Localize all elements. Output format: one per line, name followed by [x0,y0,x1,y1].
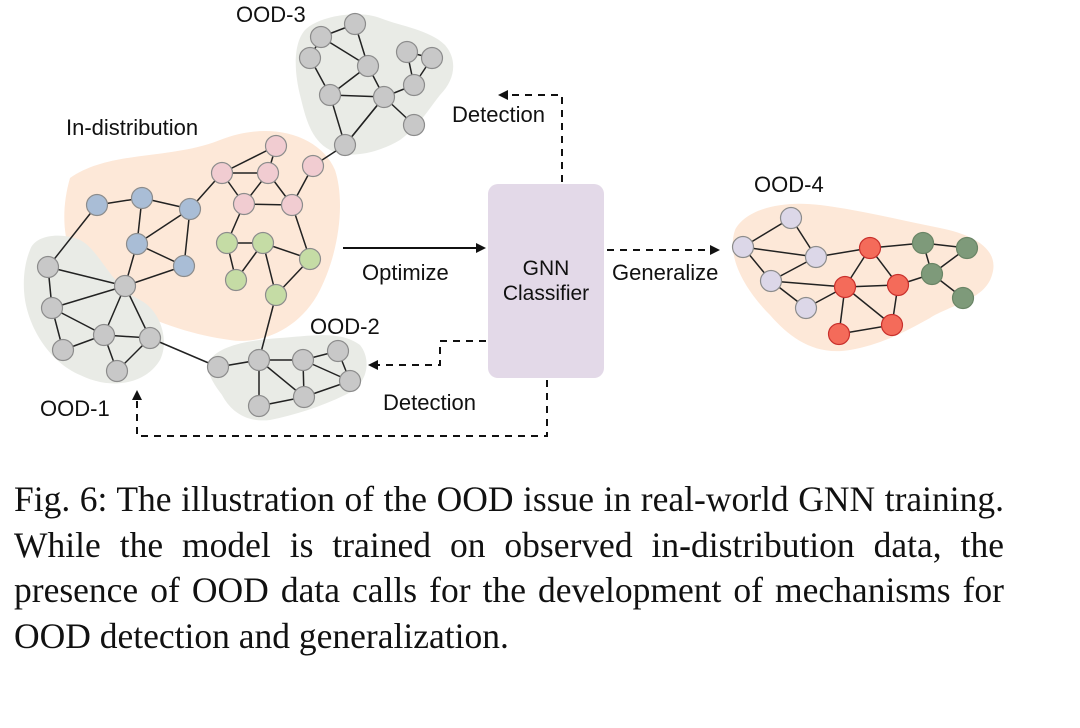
detection-top-arrow [498,90,563,182]
graph-node [920,262,944,286]
graph-node [36,255,60,279]
graph-node [372,85,396,109]
graph-node [343,12,367,36]
graph-node [794,296,818,320]
ood-illustration-diagram: GNN Classifier In-distribution OOD-3 OOD… [23,2,994,437]
graph-node [247,348,271,372]
graph-edge [742,246,817,258]
in-distribution-label: In-distribution [66,115,199,140]
graph-node [880,313,904,337]
graph-node [420,46,444,70]
graph-node [251,231,275,255]
graph-node [256,161,280,185]
graph-node [224,268,248,292]
graph-node [955,236,979,260]
graph-node [172,254,196,278]
classifier-line1: GNN [522,256,570,280]
graph-node [886,273,910,297]
detection-ood1-arrow [132,380,548,437]
graph-node [301,154,325,178]
graph-node [827,322,851,346]
graph-node [138,326,162,350]
graph-edge [51,285,126,309]
graph-node [759,269,783,293]
graph-node [338,369,362,393]
graph-node [951,286,975,310]
graph-node [298,247,322,271]
graph-edge [47,204,98,268]
optimize-label: Optimize [362,260,449,285]
graph-node [264,134,288,158]
graph-node [92,323,116,347]
ood4-label: OOD-4 [754,172,824,197]
graph-edge [149,337,219,368]
graph-canvas [23,12,994,437]
graph-node [130,186,154,210]
generalize-label: Generalize [612,260,719,285]
graph-node [247,394,271,418]
graph-node [85,193,109,217]
detection-bottom-arrow [368,340,486,370]
graph-node [326,339,350,363]
graph-edge [770,280,846,288]
graph-node [298,46,322,70]
ood3-label: OOD-3 [236,2,306,27]
graph-node [215,231,239,255]
graph-node [333,133,357,157]
graph-node [280,193,304,217]
graph-node [210,161,234,185]
graph-node [731,235,755,259]
classifier-line2: Classifier [502,282,590,305]
graph-node [113,274,137,298]
graph-nodes [36,12,979,418]
graph-node [779,206,803,230]
graph-node [402,113,426,137]
graph-node [178,197,202,221]
graph-node [804,245,828,269]
graph-node [264,283,288,307]
graph-node [105,359,129,383]
graph-node [291,348,315,372]
graph-edge [47,266,126,287]
graph-node [206,355,230,379]
graph-node [833,275,857,299]
ood1-label: OOD-1 [40,396,110,421]
ood2-region [208,335,367,421]
graph-node [309,25,333,49]
graph-node [292,385,316,409]
detection-bottom-label: Detection [383,390,476,415]
graph-edge [258,294,277,361]
figure-caption: Fig. 6: The illustration of the OOD issu… [14,479,1004,656]
graph-node [858,236,882,260]
detection-top-label: Detection [452,102,545,127]
graph-node [51,338,75,362]
graph-node [318,83,342,107]
graph-node [40,296,64,320]
graph-node [402,73,426,97]
graph-node [125,232,149,256]
graph-node [356,54,380,78]
graph-node [395,40,419,64]
ood2-label: OOD-2 [310,314,380,339]
graph-node [911,231,935,255]
graph-node [232,192,256,216]
gnn-classifier-box: GNN Classifier [488,184,604,378]
